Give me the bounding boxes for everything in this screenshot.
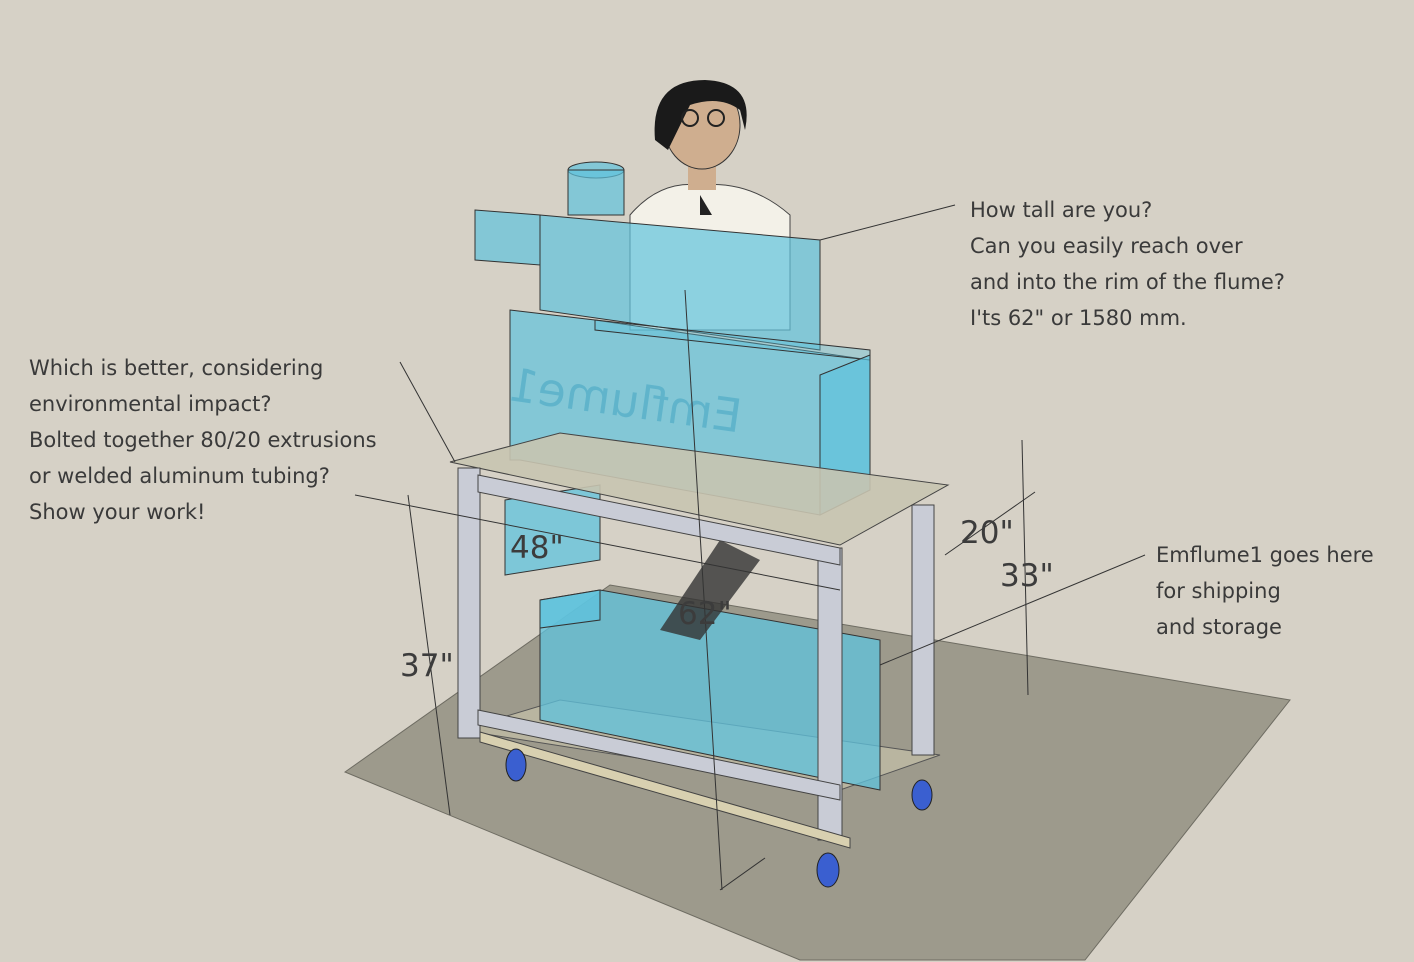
note-line: Which is better, considering (29, 356, 324, 380)
casters (505, 748, 933, 888)
height-question-note: How tall are you? Can you easily reach o… (970, 192, 1285, 336)
note-line: environmental impact? (29, 392, 272, 416)
dimension-overall-height: 37" (400, 648, 454, 684)
note-line: or welded aluminum tubing? (29, 464, 330, 488)
note-line: and storage (1156, 615, 1282, 639)
note-line: I'ts 62" or 1580 mm. (970, 306, 1187, 330)
dimension-rim-height: 62" (678, 596, 732, 632)
note-line: Bolted together 80/20 extrusions (29, 428, 377, 452)
material-question-note: Which is better, considering environment… (29, 350, 377, 530)
note-line: Emflume1 goes here (1156, 543, 1374, 567)
note-line: How tall are you? (970, 198, 1153, 222)
note-line: and into the rim of the flume? (970, 270, 1285, 294)
dimension-leg-height: 33" (1000, 558, 1054, 594)
dimension-depth: 20" (960, 515, 1014, 551)
dimension-width: 48" (510, 530, 564, 566)
note-line: for shipping (1156, 579, 1281, 603)
note-line: Can you easily reach over (970, 234, 1243, 258)
tabletop (449, 432, 950, 546)
storage-note: Emflume1 goes here for shipping and stor… (1156, 537, 1374, 645)
aluminum-frame (457, 467, 935, 849)
dimension-lines (354, 204, 1146, 891)
note-line: Show your work! (29, 500, 206, 524)
